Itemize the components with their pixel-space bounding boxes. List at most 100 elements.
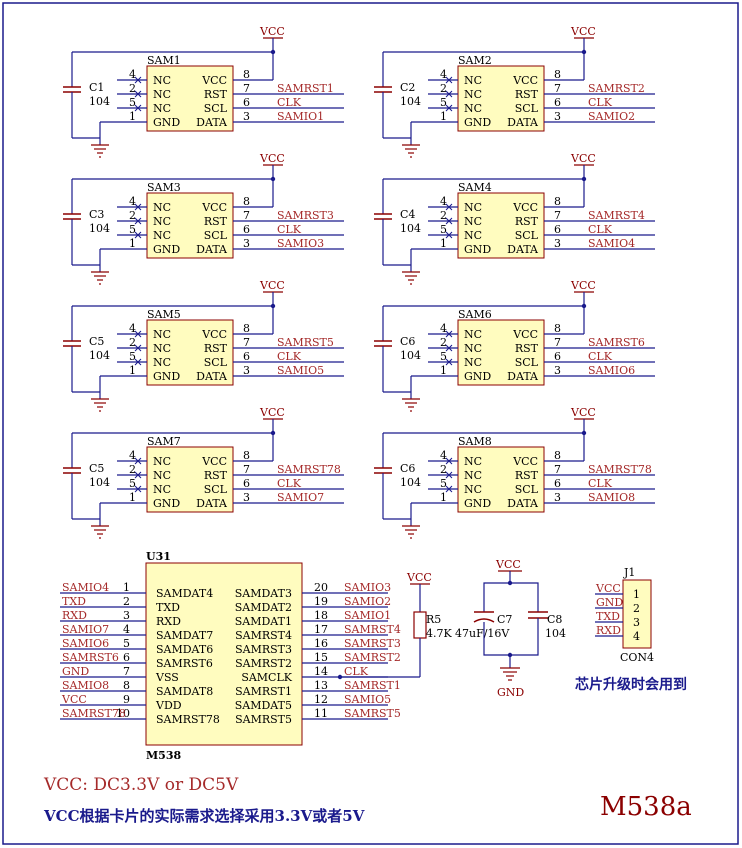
c8-ref: C8	[547, 613, 562, 626]
sam-block-1-ground-icon	[91, 144, 109, 158]
sam-block-5-left-pin-5-name: NC	[153, 356, 171, 369]
u31-right-pin-17-name: SAMRST4	[235, 629, 292, 642]
sam-block-7-left-pin-1-number: 1	[129, 491, 136, 504]
sam-block-8-net-clk-label: CLK	[588, 477, 613, 490]
sam-block-4-cap-ref: C4	[400, 208, 415, 221]
sam-block-7-right-pin-6-name: SCL	[204, 483, 228, 496]
vcc-supply-note: VCC: DC3.3V or DC5V	[43, 775, 239, 795]
sam-block-3-cap-ref: C3	[89, 208, 104, 221]
j1-pin-2-number: 2	[633, 602, 640, 615]
sam-block-1-net-clk-label: CLK	[277, 96, 302, 109]
sam-block-8-net-rst-label: SAMRST78	[588, 463, 652, 476]
sam-block-8-left-pin-4-name: NC	[464, 455, 482, 468]
u31-right-pin-17-number: 17	[314, 623, 328, 636]
sam-block-8-left-pin-1-name: GND	[464, 497, 491, 510]
sam-block-1-right-pin-8-name: VCC	[201, 74, 227, 87]
j1-pin-3-number: 3	[633, 616, 640, 629]
sam-block-6-net-rst-label: SAMRST6	[588, 336, 645, 349]
sam-block-8-right-pin-7-name: RST	[515, 469, 539, 482]
c7-plate-bottom	[473, 618, 495, 623]
u31-left-pin-9-net-label: VCC	[61, 693, 87, 706]
sam-block-7-right-pin-6-number: 6	[243, 477, 250, 490]
sam-block-5-ground-icon	[91, 398, 109, 412]
sam-block-5-right-pin-6-number: 6	[243, 350, 250, 363]
sam-block-5-left-pin-2-number: 2	[129, 336, 136, 349]
sam-block-8-right-pin-7-number: 7	[554, 463, 561, 476]
sam-block-1-body	[146, 65, 234, 132]
sam-block-2-cap-value: 104	[400, 95, 421, 108]
sam-block-6-right-pin-8-number: 8	[554, 322, 561, 335]
sam-block-4-net-clk-label: CLK	[588, 223, 613, 236]
sam-block-1-right-pin-3-number: 3	[243, 110, 250, 123]
j1-pin-4-number: 4	[633, 630, 640, 643]
sam-block-3-right-pin-3-number: 3	[243, 237, 250, 250]
c7-value: 47uF/16V	[455, 627, 510, 640]
r5-body	[413, 611, 427, 639]
u31-right-pin-13-net-label: SAMRST1	[344, 679, 401, 692]
sam-block-8-left-pin-2-number: 2	[440, 463, 447, 476]
sam-block-4-body	[457, 192, 545, 259]
sam-block-3-ground-icon	[91, 271, 109, 285]
sam-block-4-right-pin-7-name: RST	[515, 215, 539, 228]
sam-block-6-right-pin-8-name: VCC	[512, 328, 538, 341]
sam-block-4-cap-value: 104	[400, 222, 421, 235]
sam-block-1-left-pin-4-number: 4	[129, 68, 136, 81]
u31-left-pin-2-net-label: TXD	[62, 595, 86, 608]
sam-block-2-right-pin-6-name: SCL	[515, 102, 539, 115]
sam-block-6-right-pin-6-number: 6	[554, 350, 561, 363]
sam-block-7-cap-ref: C5	[89, 462, 104, 475]
u31-right-pin-20-net-label: SAMIO3	[344, 581, 391, 594]
j1-note: 芯片升级时会用到	[575, 676, 687, 693]
sam-block-3-net-io-label: SAMIO3	[277, 237, 324, 250]
sam-block-8-nc-marker-0	[445, 457, 453, 465]
sam-block-8-net-io-label: SAMIO8	[588, 491, 635, 504]
u31-right-pin-19-name: SAMDAT2	[235, 601, 292, 614]
u31-left-pin-4-name: SAMDAT7	[156, 629, 213, 642]
sam-block-5-net-clk-label: CLK	[277, 350, 302, 363]
sam-block-3-net-clk-label: CLK	[277, 223, 302, 236]
sam-block-5-nc-marker-1	[134, 344, 142, 352]
sam-block-6-left-pin-4-number: 4	[440, 322, 447, 335]
sam-block-7-left-pin-5-number: 5	[129, 477, 136, 490]
sam-block-6-left-pin-4-name: NC	[464, 328, 482, 341]
sam-block-4-right-pin-3-number: 3	[554, 237, 561, 250]
u31-left-pin-8-net-label: SAMIO8	[62, 679, 109, 692]
j1-part: CON4	[620, 651, 654, 664]
u31-left-pin-8-number: 8	[123, 679, 130, 692]
sam-block-2-left-pin-2-number: 2	[440, 82, 447, 95]
sam-block-3-left-pin-1-name: GND	[153, 243, 180, 256]
sam-block-3-left-pin-2-name: NC	[153, 215, 171, 228]
sam-block-1-left-pin-5-number: 5	[129, 96, 136, 109]
sam-block-3-left-pin-4-name: NC	[153, 201, 171, 214]
sam-block-7-left-pin-1-name: GND	[153, 497, 180, 510]
sam-block-2-net-clk-label: CLK	[588, 96, 613, 109]
sam-block-3-left-pin-4-number: 4	[129, 195, 136, 208]
sam-block-8-vcc-label: VCC	[570, 406, 596, 419]
sam-block-5-nc-marker-0	[134, 330, 142, 338]
sam-block-7-name: SAM7	[147, 435, 181, 448]
u31-left-pin-3-net-label: RXD	[62, 609, 87, 622]
sam-block-3-right-pin-8-number: 8	[243, 195, 250, 208]
sam-block-3-cap-value: 104	[89, 222, 110, 235]
sam-block-2-net-io-label: SAMIO2	[588, 110, 635, 123]
sam-block-2-name: SAM2	[458, 54, 492, 67]
sam-block-8-cap-value: 104	[400, 476, 421, 489]
r5-ref: R5	[426, 613, 441, 626]
j1-ref: J1	[623, 566, 635, 579]
sam-block-7-left-pin-4-number: 4	[129, 449, 136, 462]
sam-block-7-net-clk-label: CLK	[277, 477, 302, 490]
j1-pin-4-net-label: RXD	[596, 624, 621, 637]
sam-block-7-right-pin-7-name: RST	[204, 469, 228, 482]
sam-block-6-nc-marker-1	[445, 344, 453, 352]
u31-right-pin-20-number: 20	[314, 581, 328, 594]
sam-block-4-right-pin-3-name: DATA	[507, 243, 539, 256]
u31-right-pin-14-number: 14	[314, 665, 328, 678]
u31-left-pin-6-number: 6	[123, 651, 130, 664]
sam-block-4-left-pin-4-number: 4	[440, 195, 447, 208]
sam-block-7-nc-marker-1	[134, 471, 142, 479]
sam-block-6-right-pin-3-name: DATA	[507, 370, 539, 383]
sam-block-7-ground-icon	[91, 525, 109, 539]
